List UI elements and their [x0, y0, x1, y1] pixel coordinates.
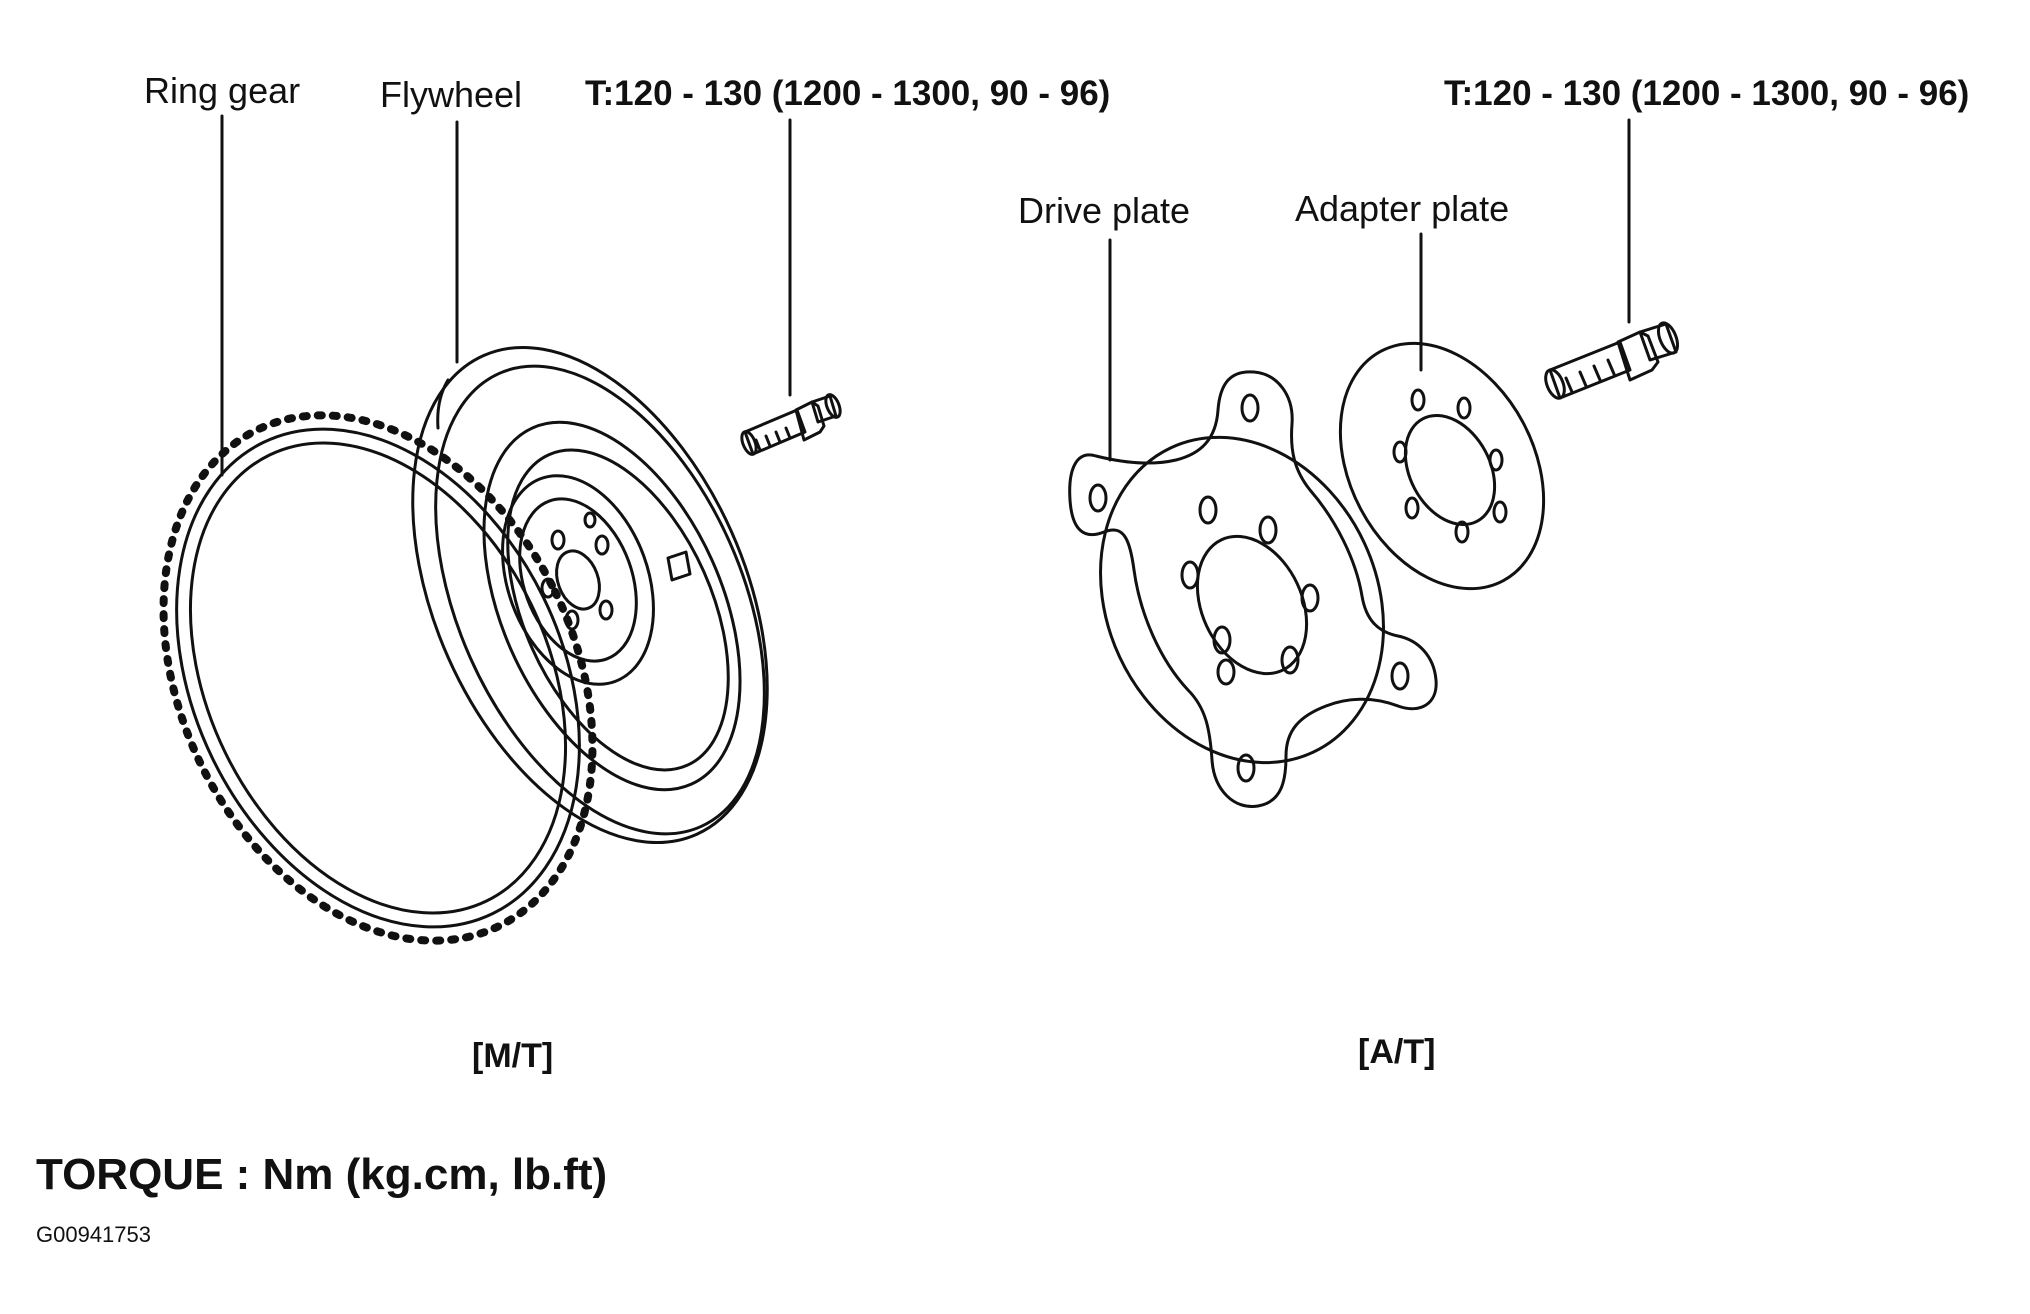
torque-spec-mt-label: T:120 - 130 (1200 - 1300, 90 - 96)	[585, 74, 1111, 113]
torque-spec-at-label: T:120 - 130 (1200 - 1300, 90 - 96)	[1444, 74, 1970, 113]
bolt-mt-drawing	[740, 393, 842, 456]
bolt-at-drawing	[1544, 321, 1680, 400]
ring-gear-label: Ring gear	[144, 70, 301, 111]
flywheel-label: Flywheel	[380, 74, 523, 115]
ring-gear-drawing	[159, 411, 597, 945]
flywheel-drawing	[411, 345, 769, 845]
adapter-plate-label: Adapter plate	[1295, 188, 1510, 229]
figure-id: G00941753	[36, 1222, 151, 1247]
manual-transmission-caption: [M/T]	[472, 1037, 554, 1075]
adapter-plate-drawing	[1338, 341, 1546, 591]
torque-unit-note: TORQUE : Nm (kg.cm, lb.ft)	[36, 1150, 608, 1199]
automatic-transmission-caption: [A/T]	[1358, 1033, 1436, 1071]
drive-plate-label: Drive plate	[1018, 190, 1191, 231]
drive-plate-drawing	[1068, 370, 1438, 808]
